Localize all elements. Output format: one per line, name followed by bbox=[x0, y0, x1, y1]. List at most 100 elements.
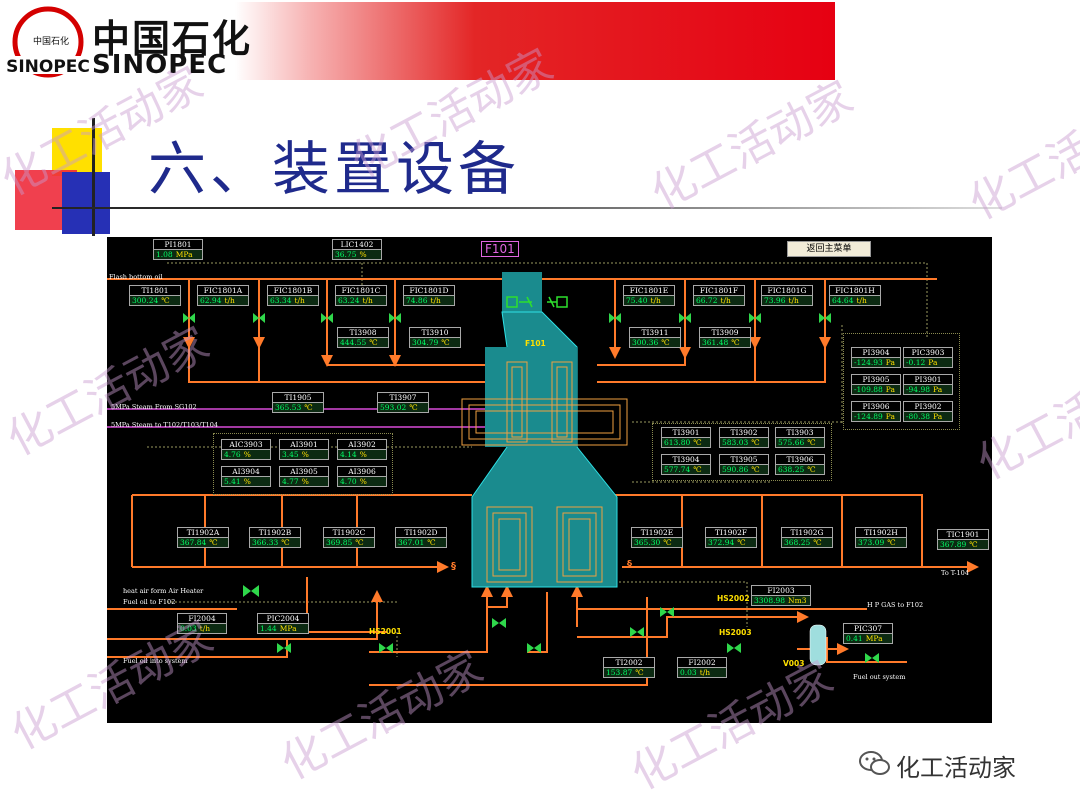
label-fuel-oil-to: Fuel oil to F102 bbox=[123, 598, 176, 606]
label-fuel-out: Fuel out system bbox=[853, 673, 906, 681]
label-v003: V003 bbox=[783, 659, 805, 668]
drum-v003 bbox=[809, 624, 827, 666]
tag-value: 4.70% bbox=[338, 477, 386, 486]
tag-name: PI3905 bbox=[852, 375, 900, 385]
tag-name: AI3904 bbox=[222, 467, 270, 477]
tag-name: FI2004 bbox=[178, 614, 226, 624]
tag-name: TI3910 bbox=[410, 328, 460, 338]
tag-name: FI2002 bbox=[678, 658, 726, 668]
tag-name: TI3911 bbox=[630, 328, 680, 338]
dcs-process-panel: F101 返回主菜单 F101 Flash bottom oil 5MPa St… bbox=[107, 237, 992, 723]
deco-blue-square bbox=[62, 172, 110, 234]
tag-value: 5.41% bbox=[222, 477, 270, 486]
return-main-menu-button[interactable]: 返回主菜单 bbox=[787, 241, 871, 257]
label-to-t104: To T-104 bbox=[941, 569, 969, 577]
section-marker: § bbox=[627, 559, 632, 570]
tag-name: TI1902C bbox=[324, 528, 374, 538]
tag-name: FIC1801G bbox=[762, 286, 812, 296]
label-flash-bottom-oil: Flash bottom oil bbox=[109, 273, 163, 281]
label-hs2002: HS2002 bbox=[717, 594, 750, 603]
tag-name: FIC1801A bbox=[198, 286, 248, 296]
tag-name: AI3901 bbox=[280, 440, 328, 450]
label-heat-air: heat air form Air Heater bbox=[123, 587, 204, 595]
tag-name: AI3906 bbox=[338, 467, 386, 477]
brand-name-en: SINOPEC bbox=[92, 50, 228, 80]
tag-value: 4.76% bbox=[222, 450, 270, 459]
tag-value: 372.94℃ bbox=[706, 538, 756, 547]
tag-name: TI3908 bbox=[338, 328, 388, 338]
tag-name: TI1902E bbox=[632, 528, 682, 538]
tag-name: TI1902D bbox=[396, 528, 446, 538]
tag-name: TI3901 bbox=[662, 428, 710, 438]
title-underline bbox=[52, 207, 1002, 209]
oxygen-analyzer-group bbox=[213, 433, 393, 495]
furnace-badge: F101 bbox=[481, 241, 519, 257]
tag-name: TI3906 bbox=[776, 455, 824, 465]
tag-value: 153.87℃ bbox=[604, 668, 654, 677]
tag-value: 373.09℃ bbox=[856, 538, 906, 547]
tag-name: TI1902H bbox=[856, 528, 906, 538]
tag-name: FIC1801C bbox=[336, 286, 386, 296]
radiant-temp-group bbox=[652, 423, 832, 481]
tag-name: FIC1801H bbox=[830, 286, 880, 296]
tag-name: TI1801 bbox=[130, 286, 180, 296]
tag-value: 444.55℃ bbox=[338, 338, 388, 347]
tag-name: TI1902B bbox=[250, 528, 300, 538]
tag-name: AIC3903 bbox=[222, 440, 270, 450]
